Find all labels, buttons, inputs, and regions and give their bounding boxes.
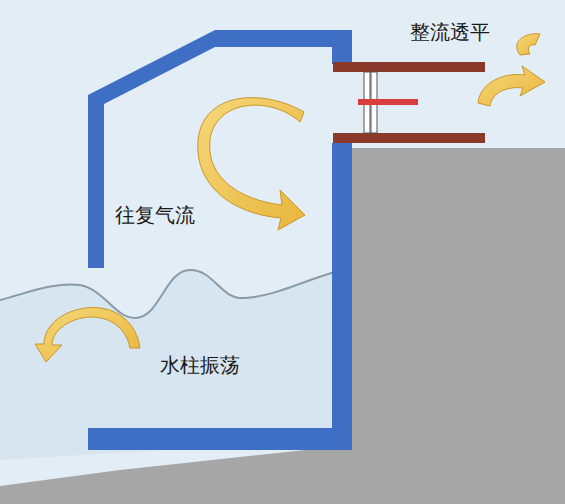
flow-arrows (35, 34, 545, 362)
wave-surface (0, 270, 335, 318)
roof (215, 30, 352, 47)
duct-plate (333, 133, 485, 143)
turbine (333, 62, 485, 143)
label: 往复气流 (115, 203, 195, 227)
front-wall (88, 30, 215, 268)
floor (88, 428, 352, 450)
duct-plate (333, 62, 485, 72)
curved-arrow (198, 98, 305, 230)
curved-arrow (35, 308, 140, 363)
back-wall (332, 143, 352, 450)
chamber-walls (88, 30, 352, 450)
rotor-blade (358, 99, 418, 105)
label: 水柱振荡 (160, 353, 240, 377)
duct-wall (332, 30, 352, 64)
label: 整流透平 (410, 20, 490, 44)
curved-arrow (517, 34, 540, 55)
curved-arrow (478, 66, 545, 106)
